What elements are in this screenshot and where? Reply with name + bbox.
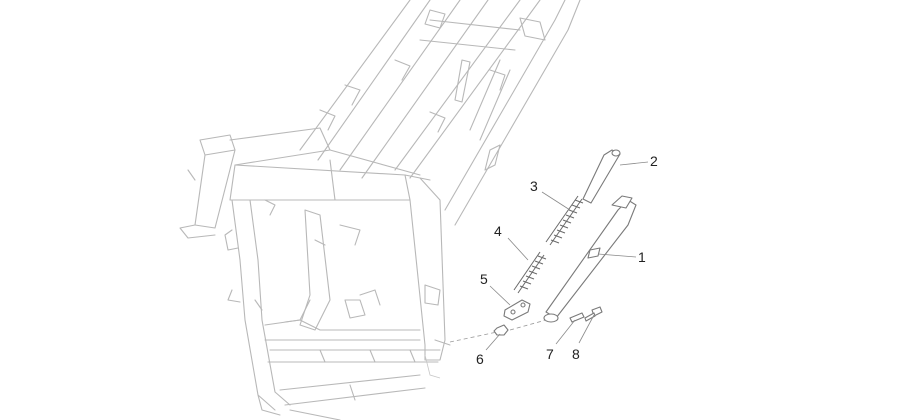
leader-6 <box>485 333 501 351</box>
callout-8: 8 <box>572 346 580 362</box>
motorcycle-frame <box>179 0 581 420</box>
part-1-side-stand <box>543 195 637 323</box>
part-8-bolt <box>584 306 603 322</box>
callout-1: 1 <box>638 249 646 265</box>
part-2-rod <box>582 149 621 204</box>
part-7-pin <box>569 312 585 323</box>
leader-lines <box>485 161 649 351</box>
leader-7 <box>555 319 576 345</box>
part-5-plate <box>503 299 531 321</box>
part-4-short-spring <box>513 251 547 294</box>
leader-1 <box>597 253 637 258</box>
leader-4 <box>507 237 529 261</box>
leader-5 <box>489 285 511 306</box>
callout-4: 4 <box>494 223 502 239</box>
leader-8 <box>578 314 595 344</box>
callout-2: 2 <box>650 153 658 169</box>
leader-2 <box>619 161 649 166</box>
stand-axis-line <box>509 319 547 331</box>
part-6-axis-line <box>449 331 498 343</box>
callout-3: 3 <box>530 178 538 194</box>
callout-6: 6 <box>476 351 484 367</box>
callout-numbers: 1 2 3 4 5 6 7 8 <box>476 153 658 367</box>
leader-3 <box>541 191 571 211</box>
part-6-nut <box>493 324 509 336</box>
part-3-long-spring <box>545 195 584 246</box>
callout-7: 7 <box>546 346 554 362</box>
callout-5: 5 <box>480 271 488 287</box>
